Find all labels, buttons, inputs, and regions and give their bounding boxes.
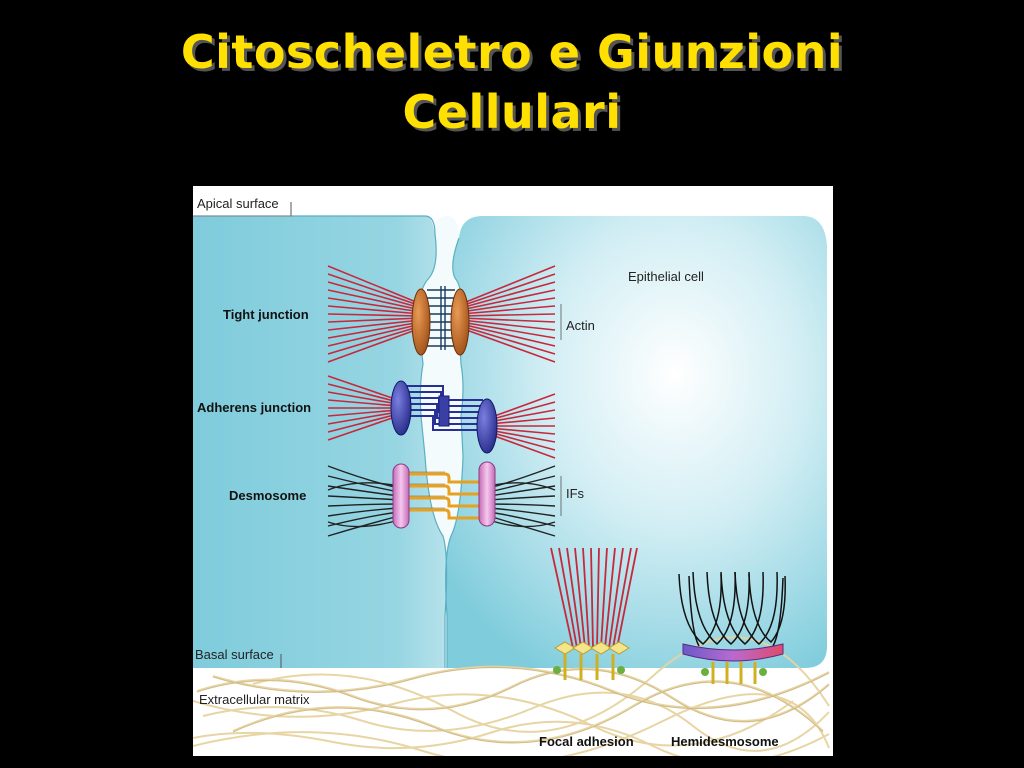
cell-junction-diagram: Apical surface Epithelial cell Tight jun… — [193, 186, 833, 756]
label-desmosome: Desmosome — [229, 488, 306, 503]
label-ifs: IFs — [566, 486, 585, 501]
label-extracellular-matrix: Extracellular matrix — [199, 692, 310, 707]
tight-junction-actin — [327, 265, 556, 363]
adherens-junction-actin — [327, 375, 556, 459]
label-tight-junction: Tight junction — [223, 307, 309, 322]
focal-adhesion-integrin-feet — [553, 666, 625, 674]
adherens-protein-right — [476, 398, 498, 454]
label-apical-surface: Apical surface — [197, 196, 279, 211]
focal-adhesion-integrins — [563, 654, 615, 680]
slide-title: Citoscheletro e Giunzioni Cellulari — [0, 22, 1024, 142]
desmosome-cadherins — [407, 472, 481, 520]
label-adherens-junction: Adherens junction — [197, 400, 311, 415]
label-hemidesmosome: Hemidesmosome — [671, 734, 779, 749]
adherens-linker-block — [438, 395, 450, 427]
desmosome-cadherin-outlines — [407, 471, 445, 509]
label-basal-surface: Basal surface — [195, 647, 274, 662]
adherens-cadherins — [405, 385, 483, 431]
tight-junction-protein-left — [411, 288, 431, 356]
adherens-protein-left — [390, 380, 412, 436]
hemidesmosome-plaque — [682, 643, 784, 662]
hemidesmosome-integrin-feet — [701, 668, 767, 676]
title-line-2: Cellulari — [402, 85, 622, 139]
left-cell — [193, 216, 447, 668]
tight-junction-protein-right — [450, 288, 470, 356]
tight-junction-strands — [427, 286, 455, 350]
hemidesmosome-integrins — [711, 662, 757, 684]
label-epithelial-cell: Epithelial cell — [628, 269, 704, 284]
label-actin: Actin — [566, 318, 595, 333]
diagram-svg: Apical surface Epithelial cell Tight jun… — [193, 196, 830, 756]
hemidesmosome-intermediate-filaments — [678, 571, 786, 647]
cell-border — [193, 215, 448, 668]
focal-adhesion-actin — [550, 547, 638, 649]
desmosome-plaque-left — [392, 463, 410, 529]
focal-adhesion-plaque — [554, 641, 630, 655]
matrix-fiber-dark-strokes — [196, 667, 830, 744]
label-focal-adhesion: Focal adhesion — [539, 734, 634, 749]
title-line-1: Citoscheletro e Giunzioni — [180, 25, 844, 79]
desmosome-plaque-right — [478, 461, 496, 527]
